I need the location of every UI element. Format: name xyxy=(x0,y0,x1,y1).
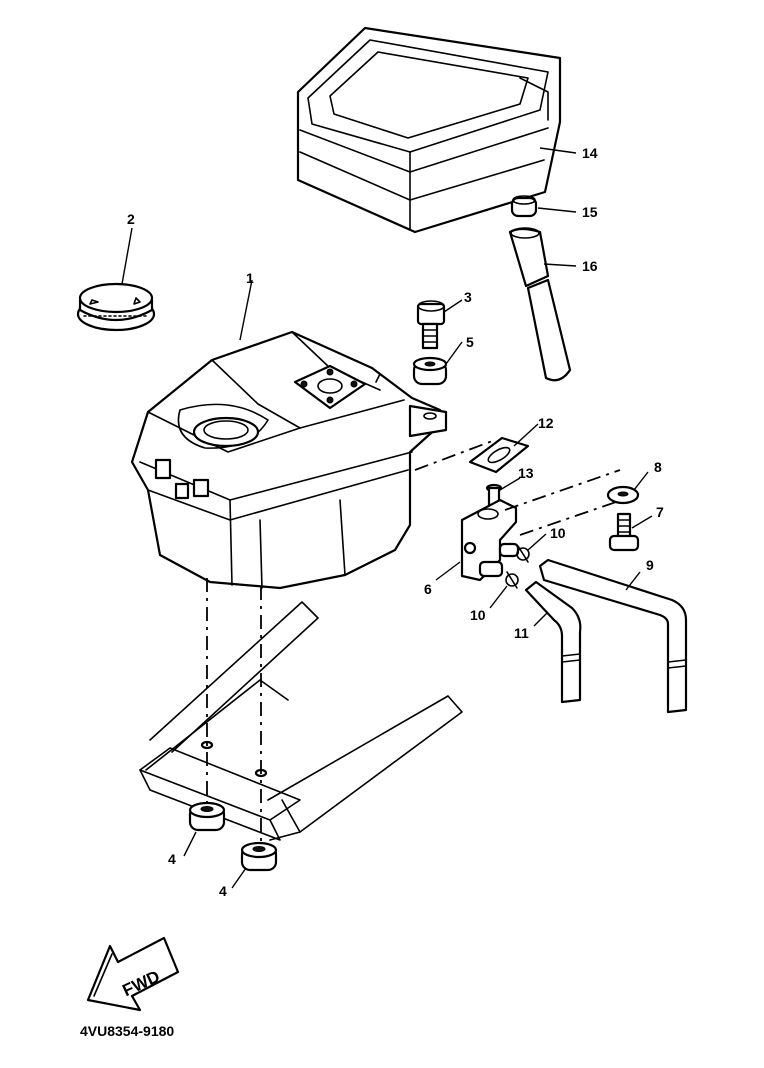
fuel-tank-part-1 xyxy=(130,330,448,590)
callout-10-lower: 10 xyxy=(470,607,486,623)
gasket-part-12 xyxy=(468,436,530,474)
callout-13: 13 xyxy=(518,465,534,481)
callout-15: 15 xyxy=(582,204,598,220)
frame-section xyxy=(139,601,463,841)
fuel-cap-part-2 xyxy=(76,282,156,332)
washer-part-8 xyxy=(606,485,640,505)
callout-labels: 1 2 3 5 12 13 8 7 10 6 10 9 11 14 15 16 … xyxy=(127,145,664,899)
cover-part-14 xyxy=(296,26,562,234)
clip-part-10-upper xyxy=(516,545,530,563)
leader-lines xyxy=(121,147,653,889)
hose-part-16 xyxy=(508,227,572,382)
damper-part-4-right xyxy=(240,841,278,872)
damper-part-5 xyxy=(412,356,448,386)
bolt-part-3 xyxy=(416,300,446,350)
diagram-code: 4VU8354-9180 xyxy=(80,1023,174,1039)
callout-14: 14 xyxy=(582,145,598,161)
clip-part-10-lower xyxy=(505,571,519,589)
fwd-arrow-icon: FWD xyxy=(86,936,180,1012)
callout-7: 7 xyxy=(656,504,664,520)
callout-6: 6 xyxy=(424,581,432,597)
callout-10-upper: 10 xyxy=(550,525,566,541)
joint-part-15 xyxy=(510,195,538,218)
callout-1: 1 xyxy=(246,270,254,286)
damper-part-4-left xyxy=(188,801,226,832)
callout-3: 3 xyxy=(464,289,472,305)
callout-8: 8 xyxy=(654,459,662,475)
callout-9: 9 xyxy=(646,557,654,573)
callout-16: 16 xyxy=(582,258,598,274)
callout-2: 2 xyxy=(127,211,135,227)
hose-part-11 xyxy=(524,580,582,704)
callout-12: 12 xyxy=(538,415,554,431)
bolt-part-7 xyxy=(608,512,640,552)
hose-part-9 xyxy=(538,558,688,714)
fuel-cock-part-6 xyxy=(460,498,520,582)
callout-11: 11 xyxy=(514,625,529,641)
assembly-lines xyxy=(206,439,621,845)
callout-4-left: 4 xyxy=(168,851,176,867)
callout-5: 5 xyxy=(466,334,474,350)
callout-4-right: 4 xyxy=(219,883,227,899)
